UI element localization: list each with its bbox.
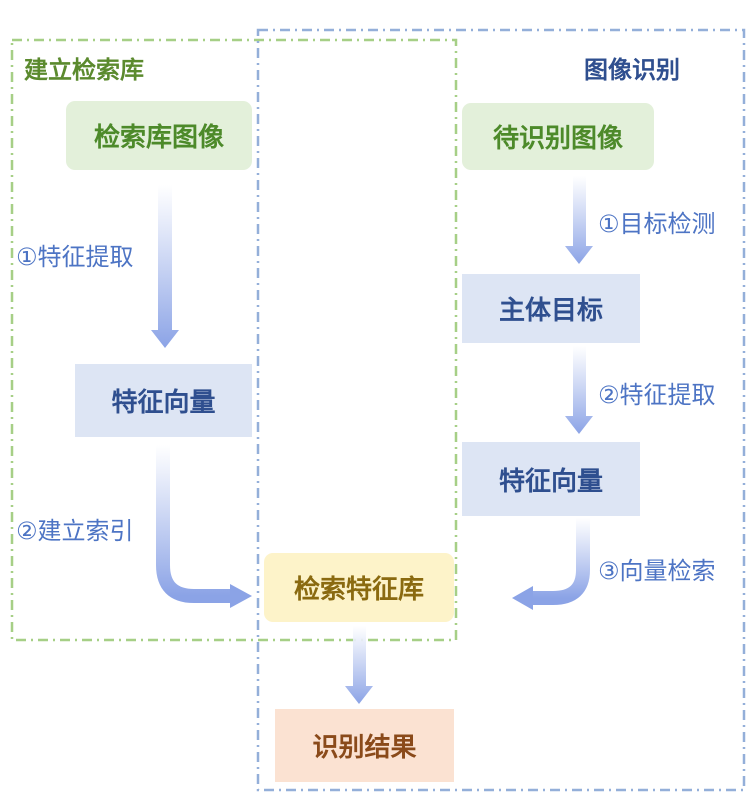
recognize-region-border bbox=[256, 28, 746, 792]
build-region-border bbox=[10, 38, 458, 642]
arrow-extract-left bbox=[151, 185, 179, 348]
recognize-region-title: 图像识别 bbox=[584, 56, 680, 84]
arrow-to-result bbox=[345, 626, 373, 704]
node-result: 识别结果 bbox=[275, 709, 454, 782]
step-label-extract-right: ②特征提取 bbox=[598, 381, 716, 409]
arrow-extract-right bbox=[565, 346, 593, 434]
node-gallery-features: 特征向量 bbox=[75, 364, 252, 437]
node-feature-db: 检索特征库 bbox=[264, 553, 454, 622]
node-main-target: 主体目标 bbox=[462, 274, 640, 343]
node-gallery-images: 检索库图像 bbox=[66, 101, 252, 170]
step-label-build-index: ②建立索引 bbox=[16, 517, 134, 545]
step-label-detect: ①目标检测 bbox=[598, 210, 716, 238]
arrow-build-index-head bbox=[230, 584, 252, 608]
step-label-extract-left: ①特征提取 bbox=[16, 243, 134, 271]
arrow-vector-search-head bbox=[512, 586, 533, 610]
build-region-title: 建立检索库 bbox=[24, 56, 144, 84]
node-query-features: 特征向量 bbox=[462, 442, 640, 516]
arrow-detect bbox=[565, 176, 593, 264]
step-label-vector-search: ③向量检索 bbox=[598, 557, 716, 585]
arrow-vector-search bbox=[530, 518, 590, 605]
arrow-build-index bbox=[156, 445, 232, 603]
node-query-image: 待识别图像 bbox=[462, 103, 654, 170]
